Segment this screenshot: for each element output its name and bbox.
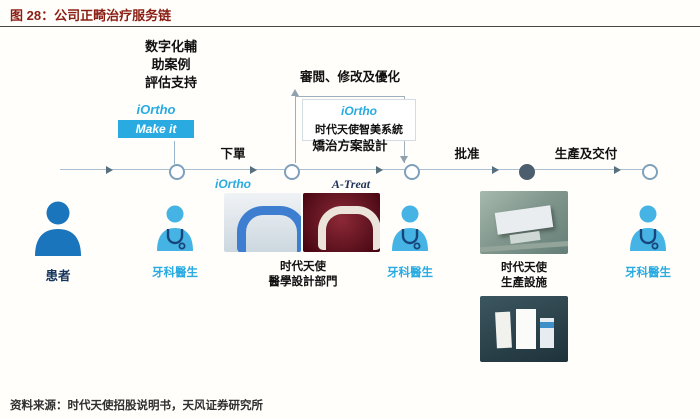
timeline-node-4	[519, 164, 535, 180]
digital-support-annotation: 数字化輔 助案例 評估支持	[125, 38, 217, 92]
dentist-icon	[387, 203, 433, 251]
teeth-arch-shape	[318, 206, 380, 250]
loop-connector-top	[295, 96, 405, 97]
produce-deliver-step-label: 生產及交付	[554, 147, 618, 161]
annotation-line-3: 評估支持	[144, 75, 197, 90]
order-step-label: 下單	[220, 147, 246, 161]
product-box-shape	[495, 311, 512, 349]
teeth-model-photo	[303, 193, 380, 252]
makeit-connector-line	[174, 141, 175, 164]
atreat-logo: A-Treat	[331, 177, 371, 191]
timeline-node-5	[642, 164, 658, 180]
loop-connector-left	[295, 97, 296, 163]
product-box-photo	[480, 296, 568, 362]
factory-road-shape	[480, 240, 568, 253]
timeline-arrow-icon	[250, 166, 257, 174]
factory-building-shape	[509, 230, 541, 245]
loop-arrow-up-icon	[291, 89, 299, 96]
dentist-icon	[625, 203, 671, 251]
title-divider	[0, 26, 700, 27]
dentist-label: 牙科醫生	[152, 267, 198, 279]
patient-icon	[29, 198, 87, 256]
source-note: 资料来源：时代天使招股说明书，天风证券研究所	[10, 400, 263, 412]
zhimei-system-box: iOrtho 时代天使智美系統	[302, 99, 416, 141]
factory-aerial-photo	[480, 191, 568, 254]
annotation-line-1: 数字化輔	[144, 39, 197, 54]
review-step-label: 審閲、修改及優化	[299, 70, 400, 84]
dentist-icon	[152, 203, 198, 251]
timeline-node-1	[169, 164, 185, 180]
timeline-arrow-icon	[492, 166, 499, 174]
patient-label: 患者	[45, 269, 71, 283]
iortho-logo-small: iOrtho	[341, 104, 377, 118]
make-it-badge: Make it	[118, 120, 194, 138]
product-box-shape	[516, 309, 536, 349]
figure-title: 图 28：公司正畸治疗服务链	[10, 8, 172, 23]
design-dept-label: 时代天使 醫學設計部門	[268, 261, 338, 288]
zhimei-system-name: 时代天使智美系統	[315, 124, 403, 136]
annotation-line-2: 助案例	[151, 57, 191, 72]
loop-arrow-down-icon	[400, 156, 408, 163]
clear-aligner-photo	[224, 193, 301, 252]
timeline-node-2	[284, 164, 300, 180]
approve-step-label: 批准	[454, 147, 480, 161]
factory-building-shape	[494, 205, 554, 235]
timeline-line	[60, 169, 650, 170]
timeline-arrow-icon	[614, 166, 621, 174]
dentist-label: 牙科醫生	[387, 267, 433, 279]
iortho-logo: iOrtho	[136, 102, 176, 117]
timeline-node-3	[404, 164, 420, 180]
iortho-logo-under-line: iOrtho	[215, 177, 251, 191]
product-box-shape	[540, 318, 554, 348]
timeline-arrow-icon	[106, 166, 113, 174]
design-step-label: 矯治方案設計	[312, 139, 388, 153]
dentist-label: 牙科醫生	[625, 267, 671, 279]
aligner-arch-shape	[237, 206, 301, 252]
timeline-arrow-icon	[376, 166, 383, 174]
production-facility-label: 时代天使 生產設施	[501, 262, 547, 289]
